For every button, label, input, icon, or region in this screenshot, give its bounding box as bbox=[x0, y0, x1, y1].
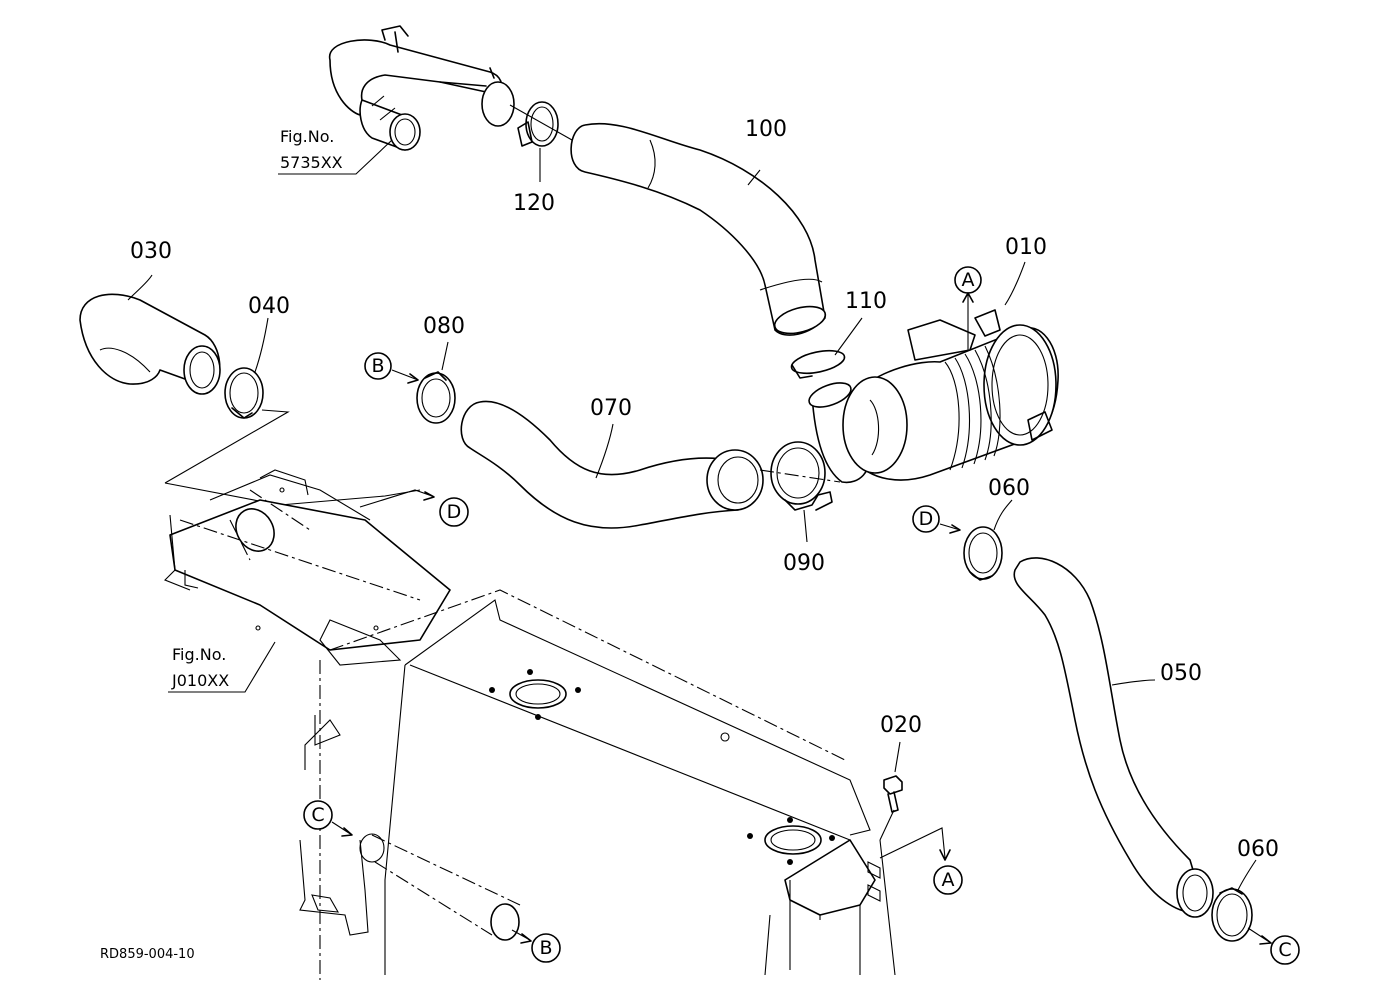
connector-d-right-label: D bbox=[919, 508, 934, 530]
clamp-040: 040 bbox=[164, 294, 290, 484]
part-label-060-upper: 060 bbox=[988, 476, 1030, 501]
connector-b-bottom: B bbox=[511, 929, 561, 963]
fig-ref-j010xx: Fig.No. J010XX bbox=[168, 641, 276, 693]
radiator-tank bbox=[319, 589, 896, 980]
connector-d-upper: D bbox=[359, 489, 469, 527]
part-label-070: 070 bbox=[590, 396, 632, 421]
part-label-050: 050 bbox=[1160, 661, 1202, 686]
clamp-060-lower: 060 bbox=[1211, 837, 1279, 942]
bolt-020: 020 bbox=[879, 713, 922, 841]
part-label-100: 100 bbox=[745, 117, 787, 142]
connector-b-left: B bbox=[364, 352, 419, 384]
connector-b-bottom-label: B bbox=[539, 937, 552, 959]
fig-ref-5735xx: Fig.No. 5735XX bbox=[278, 127, 393, 175]
connector-a-top-label: A bbox=[962, 269, 975, 291]
fig-ref-j010xx-line1: Fig.No. bbox=[172, 645, 226, 664]
side-bracket-left bbox=[299, 715, 521, 941]
connector-c-left-label: C bbox=[311, 804, 324, 826]
part-label-060-lower: 060 bbox=[1237, 837, 1279, 862]
clamp-060-upper: 060 bbox=[963, 476, 1030, 581]
part-label-090: 090 bbox=[783, 551, 825, 576]
fig-ref-5735xx-line1: Fig.No. bbox=[280, 127, 334, 146]
hose-070: 070 bbox=[460, 396, 764, 529]
connector-c-right-label: C bbox=[1278, 939, 1291, 961]
clamp-090: 090 bbox=[759, 441, 841, 576]
fig-ref-j010xx-line2: J010XX bbox=[171, 671, 229, 690]
connector-a-bottom-label: A bbox=[942, 869, 955, 891]
pipe-030: 030 bbox=[79, 239, 221, 395]
fig-ref-5735xx-line2: 5735XX bbox=[280, 153, 343, 172]
connector-c-right: C bbox=[1247, 927, 1300, 965]
frame-bracket bbox=[164, 469, 451, 666]
connector-b-left-label: B bbox=[371, 355, 384, 377]
drawing-code: RD859-004-10 bbox=[100, 947, 195, 962]
connector-a-top: A bbox=[954, 266, 982, 350]
clamp-110: 110 bbox=[790, 289, 887, 379]
part-label-120: 120 bbox=[513, 191, 555, 216]
part-label-020: 020 bbox=[880, 713, 922, 738]
part-label-110: 110 bbox=[845, 289, 887, 314]
part-label-030: 030 bbox=[130, 239, 172, 264]
connector-c-left: C bbox=[303, 800, 353, 837]
air-cleaner-010: 010 bbox=[808, 235, 1059, 484]
connector-d-right: D bbox=[912, 505, 961, 534]
part-label-010: 010 bbox=[1005, 235, 1047, 260]
hose-100: 100 bbox=[570, 117, 827, 336]
part-label-040: 040 bbox=[248, 294, 290, 319]
connector-a-bottom: A bbox=[879, 827, 963, 895]
hose-050: 050 bbox=[1013, 557, 1214, 918]
clamp-120: 120 bbox=[509, 101, 573, 216]
clamp-080: 080 bbox=[416, 314, 465, 424]
connector-d-upper-label: D bbox=[447, 501, 462, 523]
upstream-intake-pipe bbox=[329, 25, 515, 151]
part-label-080: 080 bbox=[423, 314, 465, 339]
